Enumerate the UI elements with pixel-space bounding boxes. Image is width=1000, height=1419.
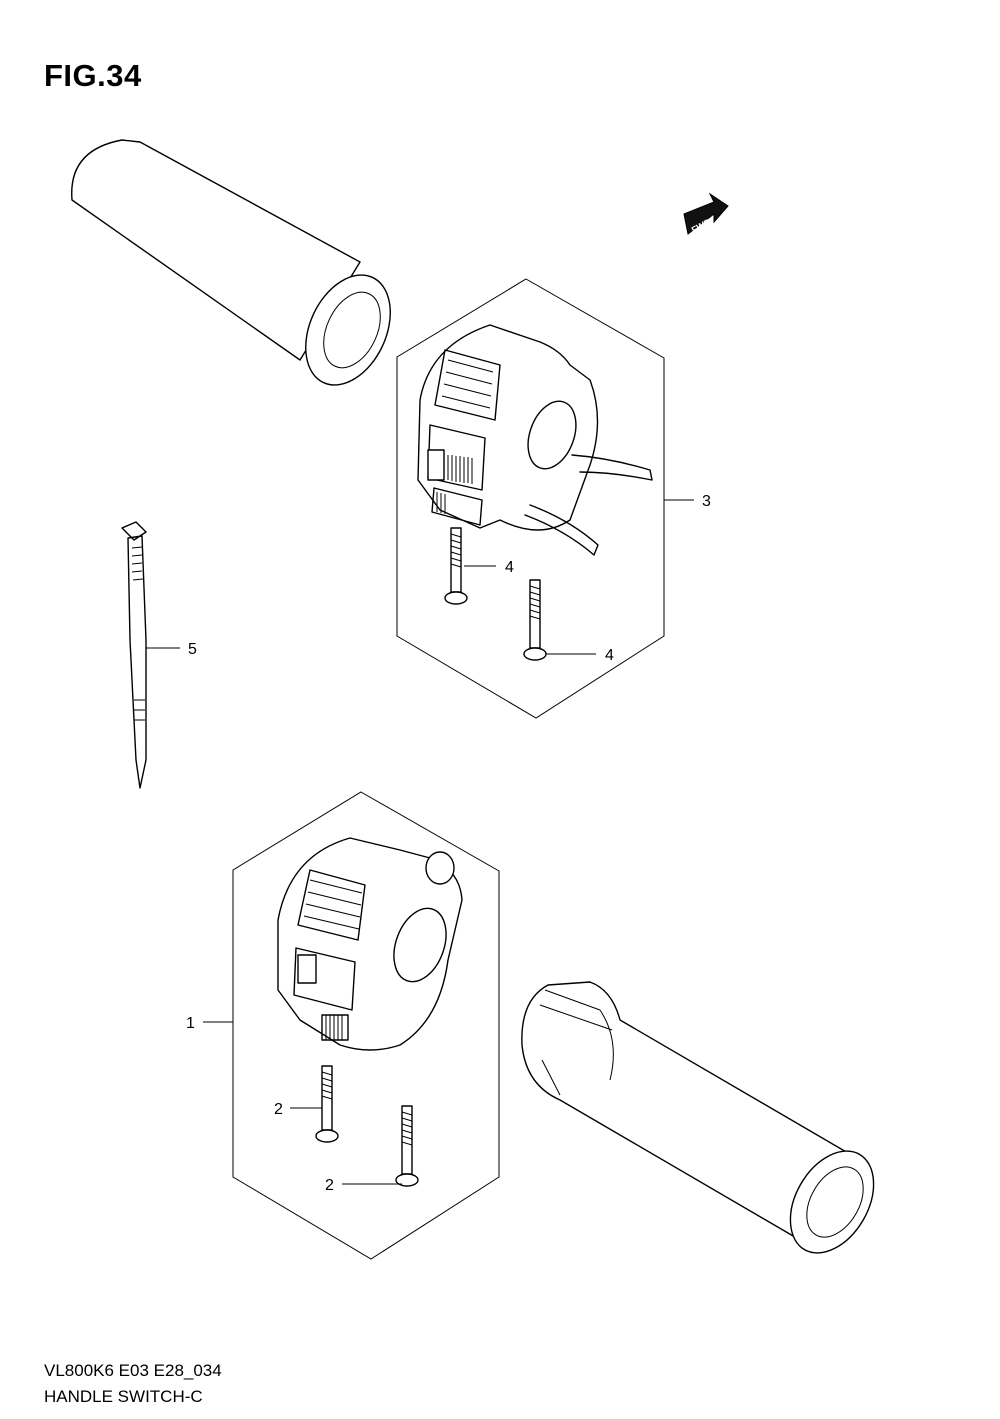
section-name: HANDLE SWITCH-C [44, 1387, 203, 1406]
upper-group-frame [396, 278, 665, 719]
cable-tie [121, 521, 147, 789]
lower-group-frame [232, 791, 500, 1260]
callout-4b: 4 [605, 647, 614, 664]
callouts: 3 4 4 5 1 2 2 [146, 493, 711, 1194]
screw-2b [395, 1105, 419, 1187]
screw-2a [315, 1065, 339, 1143]
callout-5: 5 [188, 641, 197, 658]
callout-4a: 4 [505, 559, 514, 576]
throttle-grip [521, 981, 875, 1254]
right-switch-assembly [417, 324, 653, 556]
figure-title: FIG.34 [44, 58, 142, 93]
callout-3: 3 [702, 493, 711, 510]
left-switch-assembly [277, 837, 463, 1051]
callout-2b: 2 [325, 1177, 334, 1194]
screw-4a [444, 527, 468, 605]
model-code: VL800K6 E03 E28_034 [44, 1361, 222, 1380]
left-grip [71, 139, 391, 386]
callout-1: 1 [186, 1015, 195, 1032]
callout-2a: 2 [274, 1101, 283, 1118]
screw-4b [523, 579, 547, 661]
fwd-arrow-icon: FWD [683, 192, 729, 235]
